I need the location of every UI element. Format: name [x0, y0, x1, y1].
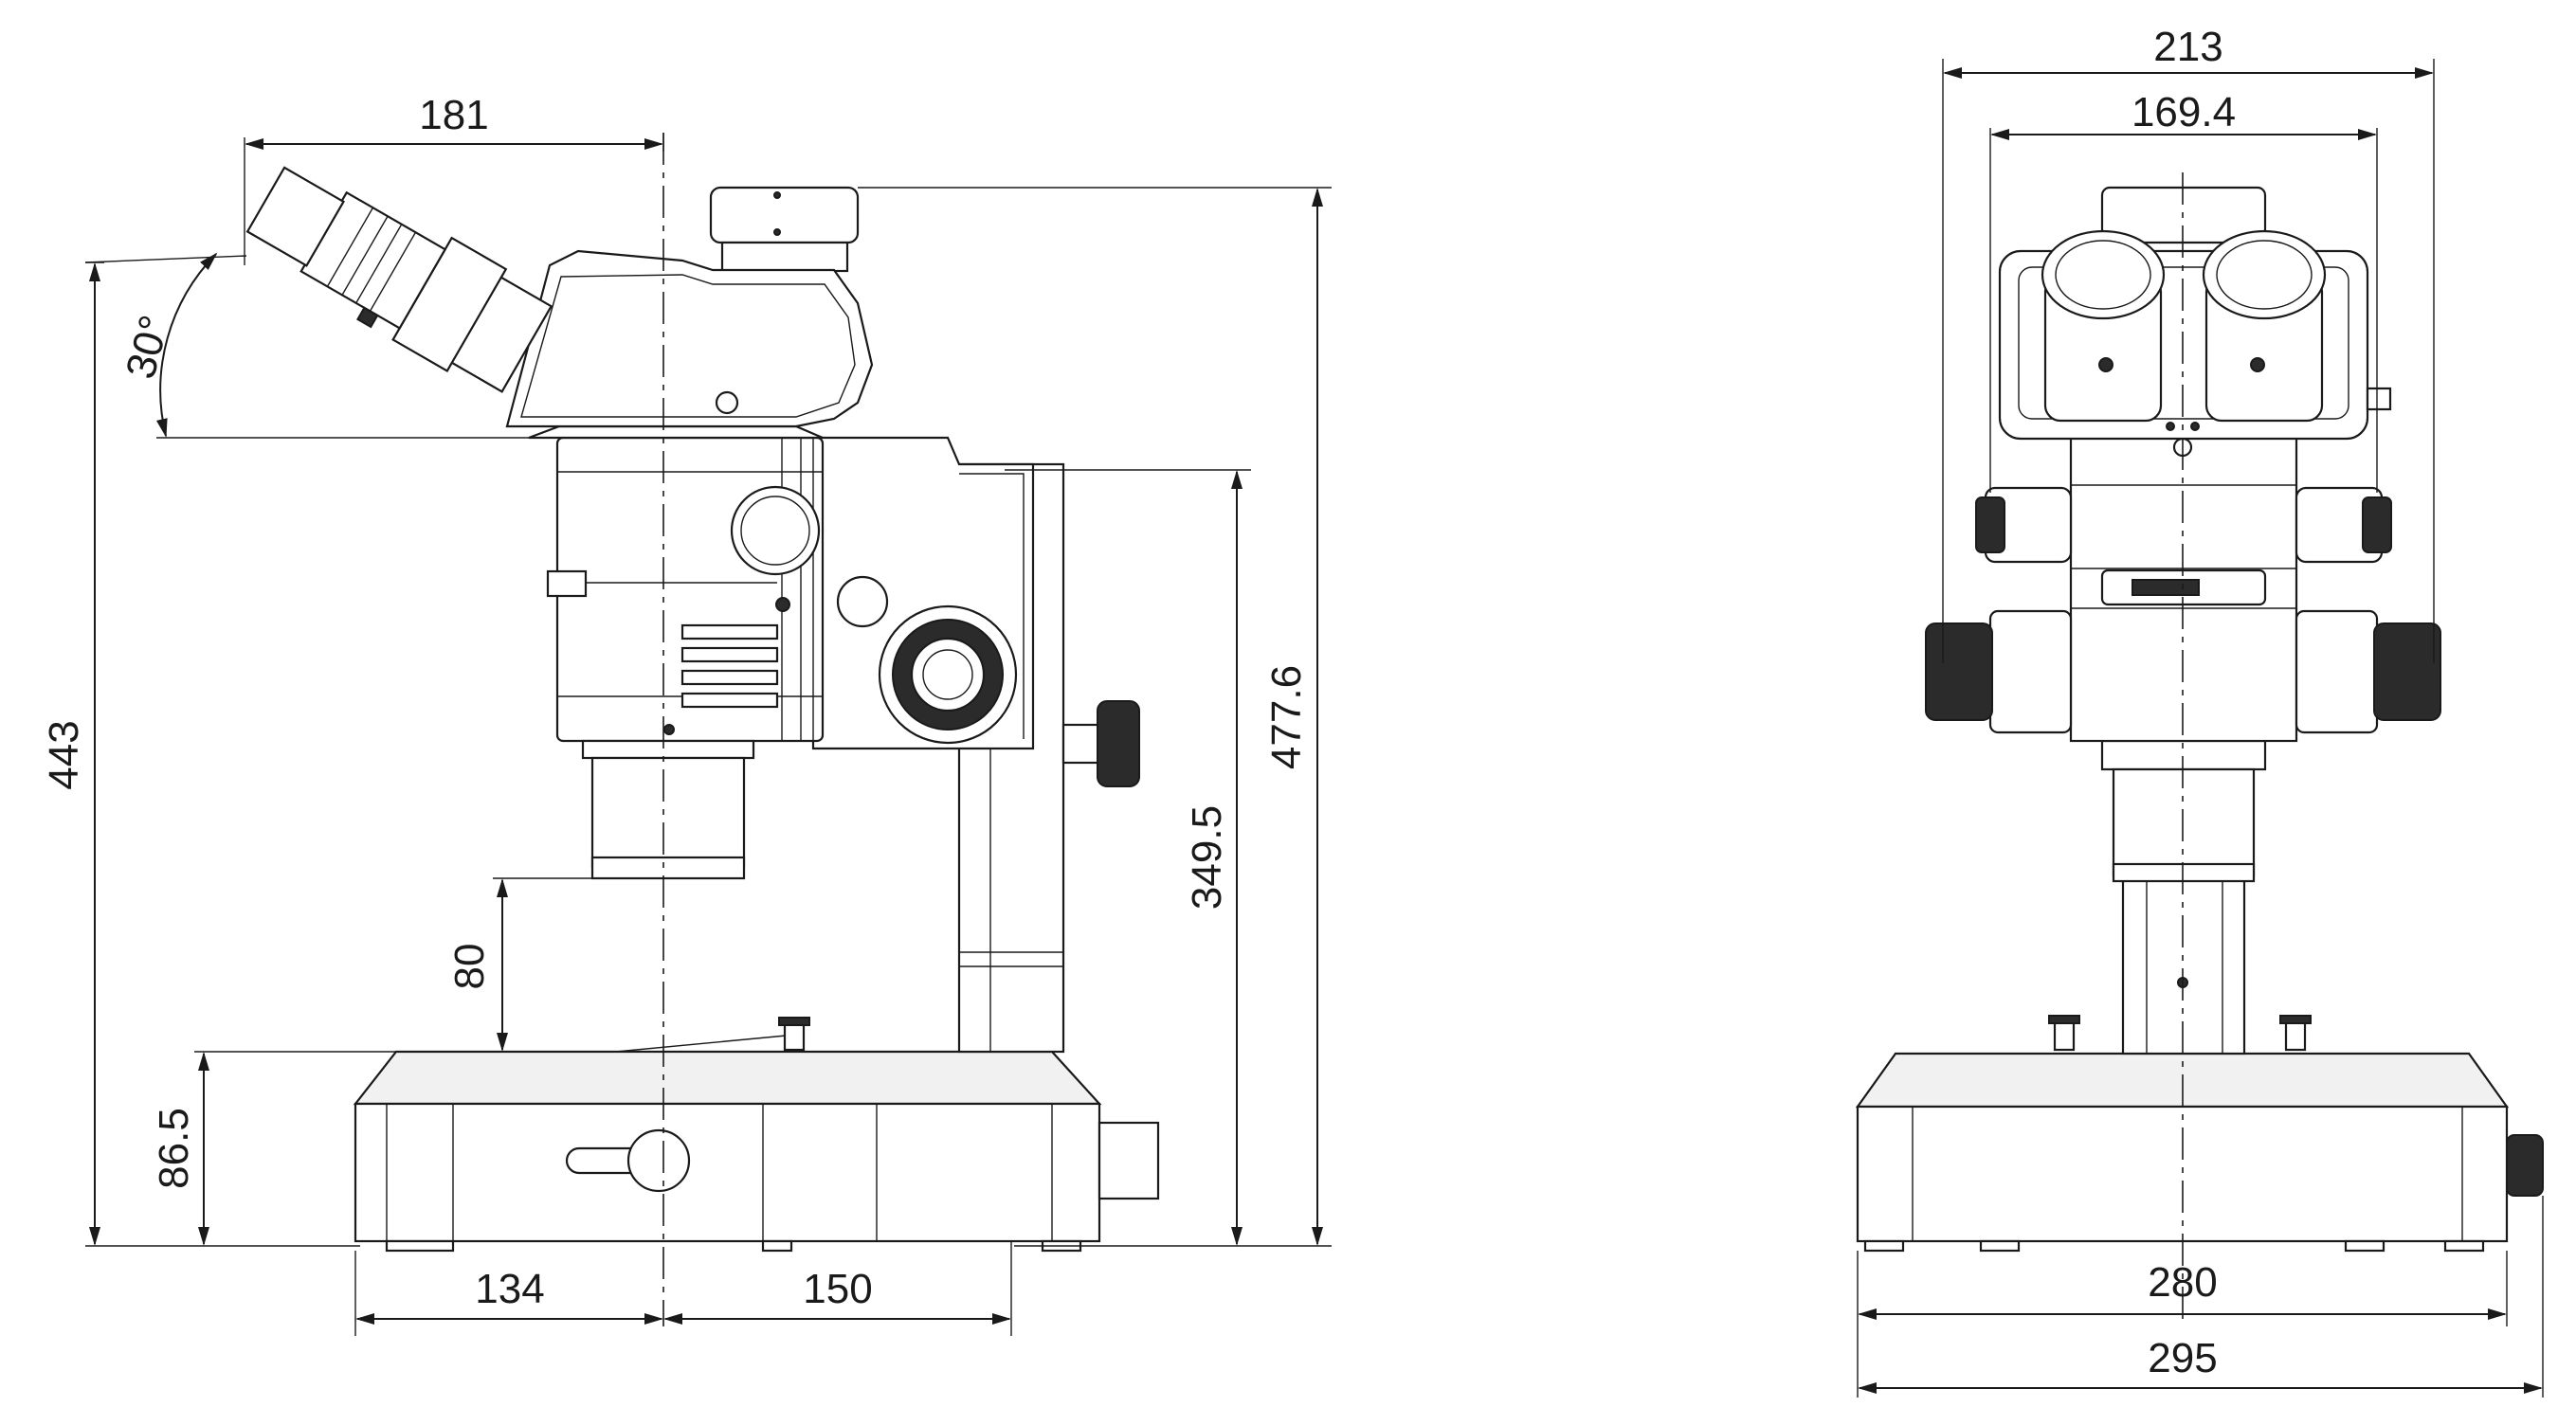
dim-150-label: 150 [803, 1266, 872, 1312]
front-zoom-body [2069, 436, 2298, 743]
side-objective [581, 739, 755, 880]
front-focus-knob-left [1925, 622, 1993, 721]
front-view: 213 169.4 280 295 [1855, 24, 2544, 1398]
camera-port [709, 186, 860, 244]
small-knob [836, 575, 889, 628]
fine-focus-knob [1097, 700, 1140, 787]
dim-bottom: 134 150 [354, 1241, 1012, 1336]
front-eyepiece-left [2041, 229, 2166, 423]
dim-169-4: 169.4 [1989, 89, 2378, 493]
dim-213-label: 213 [2153, 24, 2222, 70]
dim-477-6-label: 477.6 [1263, 665, 1310, 769]
dim-80-label: 80 [446, 944, 493, 990]
dim-181-label: 181 [419, 92, 488, 138]
front-column [2121, 877, 2246, 1055]
dim-181: 181 [244, 92, 664, 265]
dim-443-label: 443 [41, 720, 87, 789]
dim-349-5: 349.5 [1005, 469, 1251, 1247]
stage-screw [783, 1021, 806, 1052]
dim-280: 280 [1857, 1251, 2508, 1398]
dim-349-5-label: 349.5 [1184, 805, 1230, 910]
front-base-knob [2506, 1134, 2544, 1197]
front-eyepiece-right [2202, 229, 2327, 423]
dim-angle-label: 30° [118, 311, 179, 384]
eyepiece-tubes [245, 166, 553, 393]
front-objective [2100, 739, 2267, 883]
side-head [245, 166, 874, 440]
dim-280-label: 280 [2148, 1259, 2217, 1306]
side-focus-arm [811, 436, 1140, 787]
dim-169-4-label: 169.4 [2132, 89, 2236, 135]
side-view: 181 30° 443 80 86.5 [41, 92, 1332, 1336]
front-focus-knob-right [2373, 622, 2441, 721]
front-head [1998, 186, 2392, 441]
dim-134-label: 134 [475, 1266, 544, 1312]
side-zoom-body [546, 436, 825, 743]
front-zoom-knobs [1925, 486, 2441, 734]
base-knob [626, 1128, 691, 1193]
dim-86-5: 86.5 [151, 1051, 616, 1246]
dim-86-5-label: 86.5 [151, 1108, 197, 1189]
zoom-knob [730, 485, 821, 576]
dim-477-6: 477.6 [858, 187, 1332, 1247]
side-base [353, 1017, 1160, 1253]
dim-295: 295 [1858, 1196, 2544, 1398]
dim-213: 213 [1942, 24, 2435, 663]
dim-295-label: 295 [2148, 1335, 2217, 1381]
dim-443: 443 [41, 262, 360, 1247]
dim-80: 80 [446, 877, 663, 1052]
